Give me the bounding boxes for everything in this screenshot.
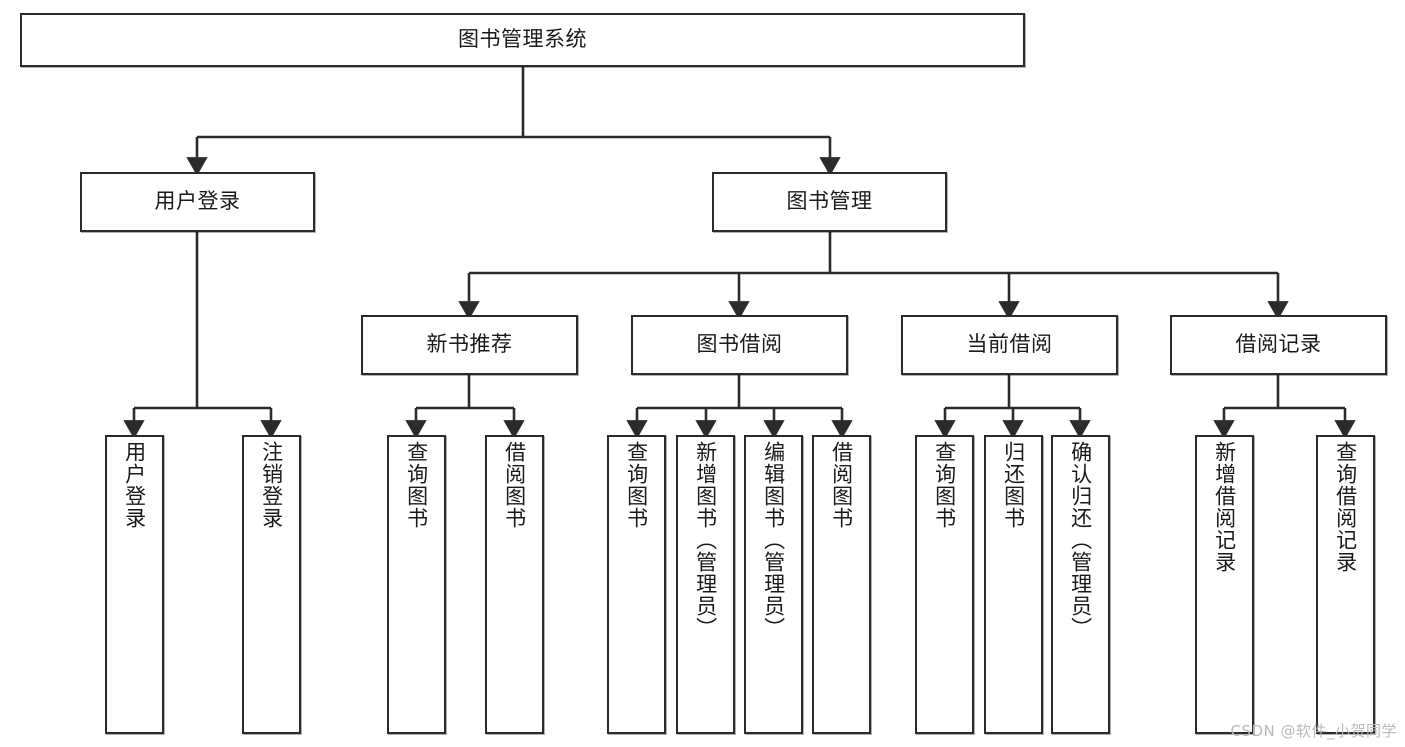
node-root-book-management-system[interactable]: 图书管理系统 xyxy=(20,13,1025,67)
leaf-book-borrow-edit-book-admin[interactable]: 编辑图书（管理员） xyxy=(744,435,803,734)
node-label: 新书推荐 xyxy=(426,332,513,357)
node-user-login[interactable]: 用户登录 xyxy=(80,172,315,232)
node-book-borrow[interactable]: 图书借阅 xyxy=(631,315,848,375)
node-label: 图书管理系统 xyxy=(458,27,587,52)
node-new-book-recommend[interactable]: 新书推荐 xyxy=(361,315,578,375)
node-label: 查询借阅记录 xyxy=(1333,441,1358,573)
leaf-book-borrow-query-book[interactable]: 查询图书 xyxy=(607,435,666,734)
leaf-user-login-logout[interactable]: 注销登录 xyxy=(242,435,301,734)
node-label: 查询图书 xyxy=(932,441,957,529)
node-label: 图书管理 xyxy=(786,189,873,214)
leaf-book-borrow-borrow-book[interactable]: 借阅图书 xyxy=(812,435,871,734)
node-label: 借阅图书 xyxy=(829,441,854,529)
node-label: 新增借阅记录 xyxy=(1212,441,1237,573)
leaf-borrow-record-add-record[interactable]: 新增借阅记录 xyxy=(1195,435,1254,734)
leaf-user-login-login[interactable]: 用户登录 xyxy=(105,435,164,734)
node-label: 借阅图书 xyxy=(502,441,527,529)
node-current-borrow[interactable]: 当前借阅 xyxy=(901,315,1118,375)
leaf-current-borrow-query-book[interactable]: 查询图书 xyxy=(915,435,974,734)
leaf-new-book-borrow-book[interactable]: 借阅图书 xyxy=(485,435,544,734)
leaf-borrow-record-query-record[interactable]: 查询借阅记录 xyxy=(1316,435,1375,734)
leaf-current-borrow-return-book[interactable]: 归还图书 xyxy=(984,435,1043,734)
node-borrow-record[interactable]: 借阅记录 xyxy=(1170,315,1387,375)
node-label: 当前借阅 xyxy=(966,332,1053,357)
node-label: 图书借阅 xyxy=(696,332,783,357)
leaf-current-borrow-confirm-return-admin[interactable]: 确认归还（管理员） xyxy=(1051,435,1110,734)
node-label: 查询图书 xyxy=(624,441,649,529)
node-label: 编辑图书（管理员） xyxy=(761,441,786,639)
node-label: 用户登录 xyxy=(122,441,147,529)
leaf-new-book-query-book[interactable]: 查询图书 xyxy=(387,435,446,734)
node-label: 确认归还（管理员） xyxy=(1068,441,1093,639)
node-label: 查询图书 xyxy=(404,441,429,529)
node-label: 注销登录 xyxy=(259,441,284,529)
node-label: 归还图书 xyxy=(1001,441,1026,529)
leaf-book-borrow-add-book-admin[interactable]: 新增图书（管理员） xyxy=(676,435,735,734)
node-label: 借阅记录 xyxy=(1235,332,1322,357)
node-label: 用户登录 xyxy=(154,189,241,214)
csdn-watermark: CSDN @软件_小贺同学 xyxy=(1230,722,1397,740)
node-label: 新增图书（管理员） xyxy=(693,441,718,639)
node-book-management[interactable]: 图书管理 xyxy=(712,172,947,232)
